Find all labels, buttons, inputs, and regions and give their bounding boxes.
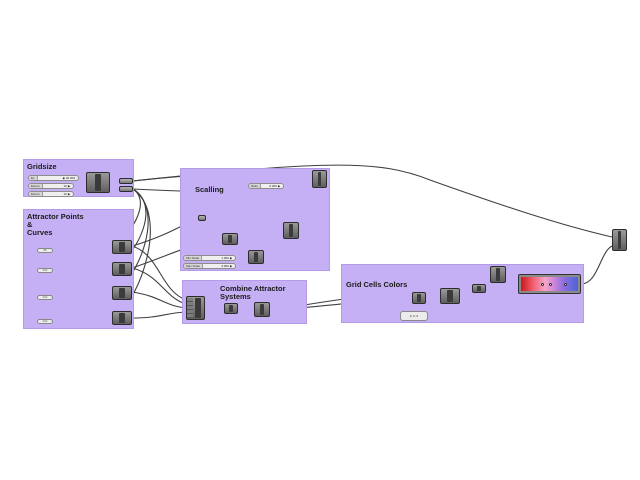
component-body	[288, 224, 294, 237]
gradient-component[interactable]	[518, 274, 581, 294]
relay-component[interactable]	[198, 215, 206, 221]
group-title: Scalling	[195, 185, 224, 194]
max-scale-slider[interactable]: Max Scale 3.000 ◆	[183, 263, 236, 269]
attractor-curve-param[interactable]: Crv	[37, 295, 53, 300]
component-body	[253, 252, 259, 262]
wire	[580, 245, 613, 285]
group-title: Gridsize	[27, 162, 57, 171]
slider-value: 3.000 ◆	[221, 264, 232, 268]
gradient-grip[interactable]	[541, 282, 544, 286]
attractor-curve-param[interactable]: Crv	[37, 268, 53, 273]
minimum-component[interactable]	[224, 303, 238, 314]
wire	[131, 267, 187, 305]
component-body	[259, 304, 265, 315]
component-body	[417, 294, 421, 302]
scale-component[interactable]	[312, 170, 327, 188]
gridsize-slider[interactable]: Ex ◆ 40.000	[28, 175, 79, 181]
component-body	[119, 242, 125, 252]
slider-label: Min Scale	[184, 256, 203, 260]
ratio-slider[interactable]: Ratio 0.200 ◆	[248, 183, 284, 189]
component-body	[227, 235, 233, 243]
slider-value: ◆ 40.000	[62, 176, 75, 180]
attractor-curve-param[interactable]: Crv	[37, 319, 53, 324]
component-body	[617, 231, 622, 249]
slider-value: 10 ◆	[63, 184, 70, 188]
component-body	[119, 313, 125, 323]
attractor-point-param[interactable]: Pt	[37, 248, 53, 253]
points-output-param[interactable]	[119, 186, 133, 192]
square-grid-component[interactable]	[86, 172, 110, 193]
slider-value: 0.200 ◆	[269, 184, 280, 188]
relay-component[interactable]	[472, 284, 486, 293]
slider-label: Ex	[29, 176, 38, 180]
component-body	[119, 264, 125, 274]
group-title: Attractor Points & Curves	[27, 212, 84, 237]
construct-domain-component[interactable]	[248, 250, 264, 264]
distance-component[interactable]	[112, 240, 132, 254]
remap-component[interactable]	[254, 302, 270, 317]
component-body	[317, 172, 322, 186]
wire	[131, 291, 187, 309]
extent-slider[interactable]: Extent 10 ◆	[28, 183, 74, 189]
remap-component[interactable]	[440, 288, 460, 304]
component-body	[447, 290, 453, 302]
gradient-grip[interactable]	[564, 282, 567, 286]
construct-domain-component[interactable]	[490, 266, 506, 283]
group-title: Grid Cells Colors	[346, 280, 408, 289]
wire	[131, 245, 187, 301]
bounds-component[interactable]	[412, 292, 426, 304]
component-body	[194, 298, 201, 318]
component-body	[495, 268, 501, 281]
curve-closest-point-component[interactable]	[112, 262, 132, 276]
merge-inputs	[187, 298, 193, 318]
colors-panel[interactable]: 0, 0, 0	[400, 311, 428, 321]
merge-component[interactable]	[186, 296, 205, 320]
slider-value: 10 ◆	[63, 192, 70, 196]
component-body	[229, 305, 233, 312]
slider-label: Extent	[29, 184, 43, 188]
wire	[131, 311, 187, 319]
extent-slider[interactable]: Extent 10 ◆	[28, 191, 74, 197]
group-title: Combine Attractor Systems	[220, 284, 286, 301]
slider-label: Extent	[29, 192, 43, 196]
cells-output-param[interactable]	[119, 178, 133, 184]
curve-closest-point-component[interactable]	[112, 286, 132, 300]
slider-value: 1.000 ◆	[221, 256, 232, 260]
curve-closest-point-component[interactable]	[112, 311, 132, 325]
slider-label: Max Scale	[184, 264, 204, 268]
bounds-component[interactable]	[222, 233, 238, 245]
remap-numbers-component[interactable]	[283, 222, 299, 239]
slider-label: Ratio	[249, 184, 262, 188]
component-body	[94, 174, 102, 191]
custom-preview-component[interactable]	[612, 229, 627, 251]
min-scale-slider[interactable]: Min Scale 1.000 ◆	[183, 255, 236, 261]
gradient-grip[interactable]	[549, 282, 552, 286]
component-body	[477, 286, 481, 291]
component-body	[119, 288, 125, 298]
